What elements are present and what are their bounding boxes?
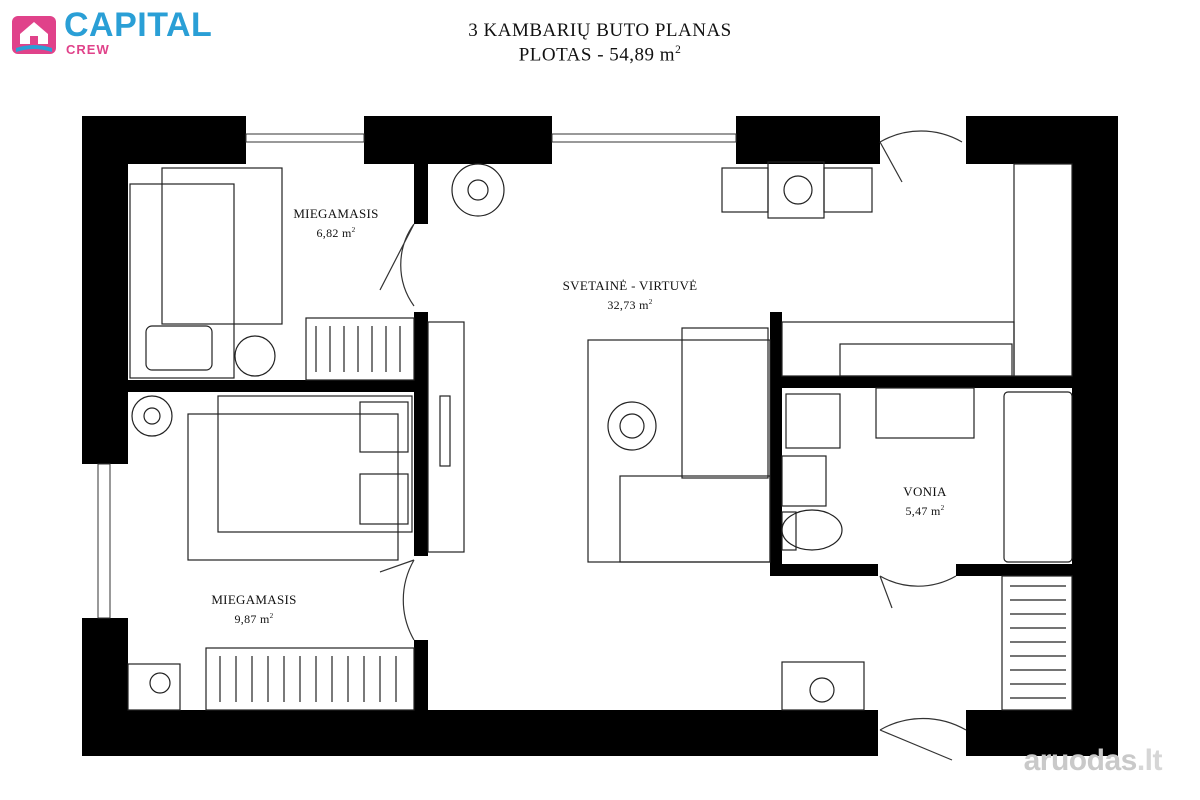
room-name: VONIA xyxy=(903,484,947,499)
room-name: MIEGAMASIS xyxy=(211,592,297,607)
room-label-bedroom-large: MIEGAMASIS 9,87 m2 xyxy=(194,592,314,627)
logo-sub: CREW xyxy=(66,42,110,57)
plan-total-area-text: PLOTAS - 54,89 m xyxy=(518,44,676,66)
room-label-living-kitchen: SVETAINĖ - VIRTUVĖ 32,73 m2 xyxy=(540,278,720,313)
room-area-text: 9,87 m xyxy=(234,612,270,626)
room-area: 5,47 m2 xyxy=(880,500,970,519)
room-area: 32,73 m2 xyxy=(540,294,720,313)
room-area-sup: 2 xyxy=(351,226,356,234)
logo-name: CAPITAL xyxy=(64,6,213,44)
room-name: SVETAINĖ - VIRTUVĖ xyxy=(562,278,698,293)
room-area: 6,82 m2 xyxy=(276,222,396,241)
room-label-bedroom-small: MIEGAMASIS 6,82 m2 xyxy=(276,206,396,241)
room-area-sup: 2 xyxy=(940,504,945,512)
windows xyxy=(97,133,737,619)
interior-walls xyxy=(128,164,1072,710)
watermark-tld: .lt xyxy=(1136,744,1163,777)
room-name: MIEGAMASIS xyxy=(293,206,379,221)
watermark-text: aruodas xyxy=(1023,744,1138,777)
watermark: aruodas.lt xyxy=(1023,744,1163,778)
exterior-walls xyxy=(82,116,1118,756)
doors xyxy=(379,130,967,761)
furniture xyxy=(127,161,1073,711)
room-label-bathroom: VONIA 5,47 m2 xyxy=(880,484,970,519)
room-area-text: 5,47 m xyxy=(905,504,941,518)
house-logo-icon xyxy=(12,16,56,54)
room-area: 9,87 m2 xyxy=(194,608,314,627)
room-area-sup: 2 xyxy=(269,612,274,620)
plan-total-area-sup: 2 xyxy=(675,44,682,56)
plan-title: 3 KAMBARIŲ BUTO PLANAS xyxy=(468,20,732,41)
room-area-text: 6,82 m xyxy=(316,226,352,240)
company-logo: CAPITAL CREW xyxy=(10,6,213,58)
room-area-text: 32,73 m xyxy=(607,298,649,312)
plan-total-area: PLOTAS - 54,89 m2 xyxy=(0,44,1200,66)
room-area-sup: 2 xyxy=(648,298,653,306)
plants xyxy=(131,163,835,703)
